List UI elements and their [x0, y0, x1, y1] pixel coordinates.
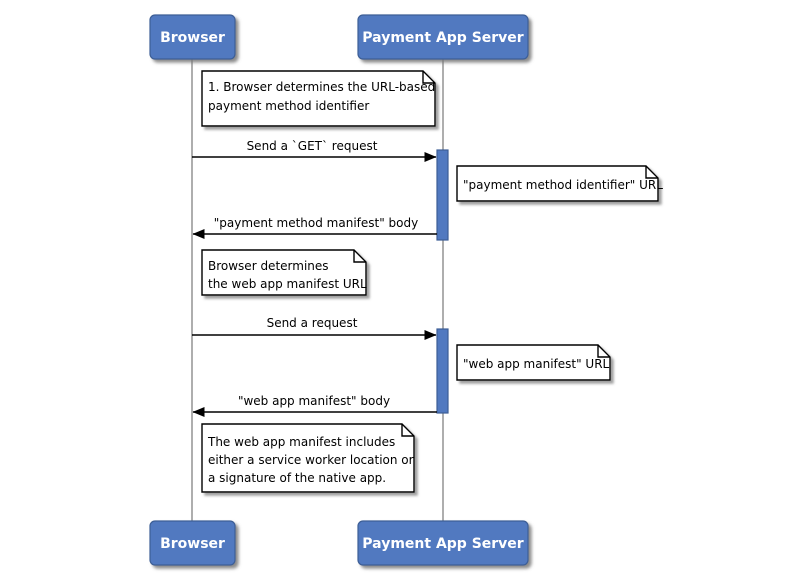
note-5-fold	[401, 424, 414, 437]
message-4: "web app manifest" body	[192, 394, 437, 417]
activation-bars	[436, 149, 449, 414]
participant-label-browser-top: Browser	[160, 30, 225, 46]
note-3-line-1: Browser determines	[208, 259, 329, 273]
note-1-shape	[201, 70, 436, 127]
note-1-line-1: 1. Browser determines the URL-based	[208, 80, 435, 94]
note-4-shape	[456, 344, 611, 381]
note-1-line-2: payment method identifier	[208, 99, 369, 113]
participant-label-browser-bottom: Browser	[160, 536, 225, 552]
participant-box-payment-app-server-bottom[interactable]	[357, 520, 529, 566]
participant-box-browser-bottom[interactable]	[149, 520, 236, 566]
message-1-label: Send a `GET` request	[247, 139, 378, 153]
message-4-label: "web app manifest" body	[238, 394, 390, 408]
participant-browser-bottom[interactable]: Browser	[149, 520, 236, 566]
note-2-shape	[456, 165, 659, 202]
participant-payment-app-server-top[interactable]: Payment App Server	[357, 14, 529, 60]
note-4: "web app manifest" URL	[456, 344, 611, 381]
note-3-shape	[201, 249, 367, 296]
message-2: "payment method manifest" body	[192, 216, 437, 239]
note-3-fold	[353, 250, 366, 263]
message-2-label: "payment method manifest" body	[214, 216, 419, 230]
participant-box-browser-top[interactable]	[149, 14, 236, 60]
message-1: Send a `GET` request	[192, 139, 437, 162]
note-3: Browser determines the web app manifest …	[201, 249, 367, 296]
activation-bar-2	[436, 328, 449, 414]
note-2-line-1: "payment method identifier" URL	[463, 178, 663, 192]
note-1-fold	[422, 71, 435, 84]
lifelines	[191, 58, 444, 524]
note-2-fold	[645, 166, 658, 179]
participant-label-payment-app-server-top: Payment App Server	[362, 30, 523, 46]
note-4-line-1: "web app manifest" URL	[463, 357, 610, 371]
note-1: 1. Browser determines the URL-based paym…	[201, 70, 436, 127]
message-3-label: Send a request	[267, 316, 358, 330]
note-2: "payment method identifier" URL	[456, 165, 663, 202]
participant-box-payment-app-server-top[interactable]	[357, 14, 529, 60]
note-5-line-1: The web app manifest includes	[207, 435, 395, 449]
note-5-shape	[201, 423, 415, 493]
participant-label-payment-app-server-bottom: Payment App Server	[362, 536, 523, 552]
activation-bar-1	[436, 149, 449, 241]
note-5-line-2: either a service worker location or	[208, 453, 414, 467]
participant-browser-top[interactable]: Browser	[149, 14, 236, 60]
note-5: The web app manifest includes either a s…	[201, 423, 415, 493]
note-4-fold	[597, 345, 610, 358]
note-3-line-2: the web app manifest URL	[208, 277, 367, 291]
participant-payment-app-server-bottom[interactable]: Payment App Server	[357, 520, 529, 566]
message-3: Send a request	[192, 316, 437, 340]
note-5-line-3: a signature of the native app.	[208, 471, 386, 485]
